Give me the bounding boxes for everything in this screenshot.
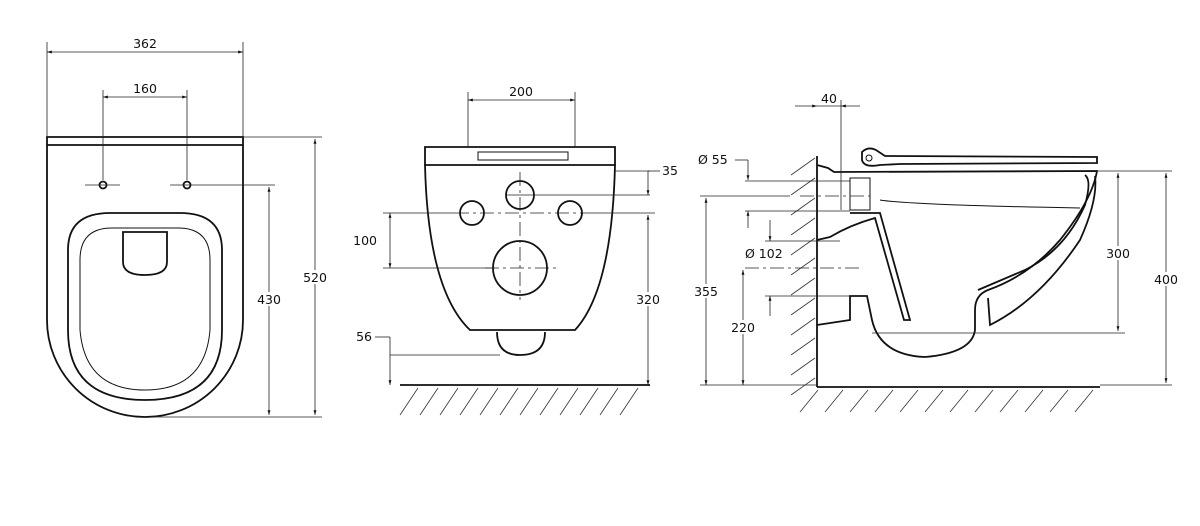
dim-320: 320 xyxy=(636,292,660,307)
dim-56: 56 xyxy=(356,329,372,344)
dim-200: 200 xyxy=(509,84,533,99)
bowl-front xyxy=(424,164,616,331)
seat-ring xyxy=(67,212,223,401)
dim-520: 520 xyxy=(303,270,327,285)
dim-35: 35 xyxy=(662,163,678,178)
side-view: 40 Ø 55 Ø 102 355 220 300 400 xyxy=(692,91,1180,413)
trap-wall xyxy=(816,212,912,321)
bowl-bottom xyxy=(496,331,546,356)
dim-430: 430 xyxy=(257,292,281,307)
dim-40: 40 xyxy=(821,91,837,106)
bowl-outline xyxy=(46,145,244,418)
dim-diameter-55: Ø 55 xyxy=(698,152,728,167)
seat-top xyxy=(424,146,616,166)
seat-lid xyxy=(861,147,1098,167)
bowl-inner xyxy=(977,174,1090,291)
dim-300: 300 xyxy=(1106,246,1130,261)
wall-hatch xyxy=(790,157,1094,413)
dim-160: 160 xyxy=(133,81,157,96)
floor-hatch xyxy=(399,387,639,416)
dim-diameter-102: Ø 102 xyxy=(745,246,783,261)
dim-220: 220 xyxy=(731,320,755,335)
front-view: 200 35 100 320 56 xyxy=(353,84,678,416)
bowl-outer xyxy=(816,164,1099,358)
top-view: 362 160 430 520 xyxy=(46,36,328,418)
rim-channel xyxy=(987,175,1097,327)
dim-100: 100 xyxy=(353,233,377,248)
dim-362: 362 xyxy=(133,36,157,51)
dim-355: 355 xyxy=(694,284,718,299)
dim-400: 400 xyxy=(1154,272,1178,287)
lid-hinge xyxy=(122,231,168,276)
seat-edge xyxy=(46,136,244,146)
